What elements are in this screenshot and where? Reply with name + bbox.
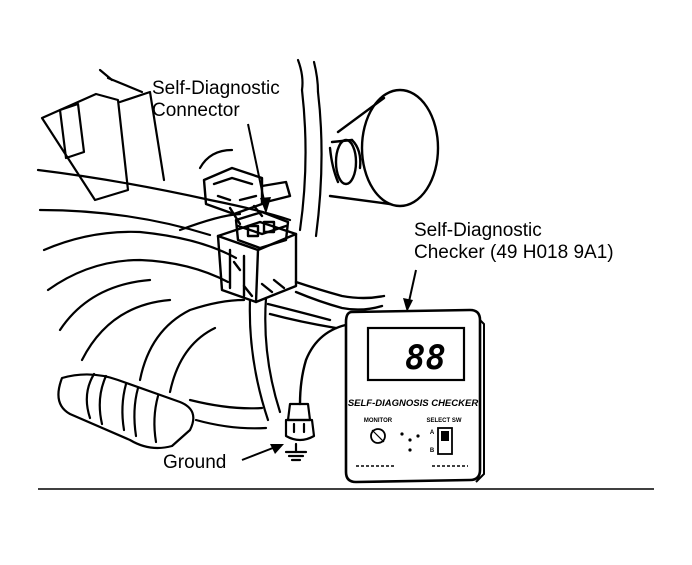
checker-device: 88 SELF-DIAGNOSIS CHECKER MONITOR SELECT… [344, 308, 485, 484]
engine-hoses [36, 58, 323, 430]
ground-clip [284, 402, 316, 462]
connector-label-line1: Self-Diagnostic [152, 78, 280, 99]
checker-display-digits: 88 [405, 338, 446, 378]
ground-label: Ground [163, 452, 227, 473]
connector-label-line2: Connector [152, 100, 240, 121]
monitor-label: MONITOR [364, 418, 393, 424]
connector-callout: Self-Diagnostic Connector [152, 78, 280, 122]
checker-display-window [366, 326, 466, 382]
checker-callout: Self-Diagnostic Checker (49 H018 9A1) [414, 220, 614, 264]
connector-leader [247, 123, 271, 214]
ground-callout: Ground [163, 452, 226, 474]
checker-label-line1: Self-Diagnostic [414, 220, 542, 241]
ground-leader [241, 444, 284, 461]
canister [328, 88, 440, 208]
select-switch-a: A [430, 430, 435, 436]
checker-cable [266, 280, 386, 406]
select-switch-b: B [430, 448, 435, 454]
corrugated-hose [57, 372, 195, 450]
checker-label-line2: Checker (49 H018 9A1) [414, 242, 614, 263]
checker-leader [403, 269, 417, 312]
checker-title: SELF-DIAGNOSIS CHECKER [348, 398, 479, 409]
self-diagnostic-connector [202, 166, 298, 304]
select-sw-label: SELECT SW [426, 418, 461, 424]
